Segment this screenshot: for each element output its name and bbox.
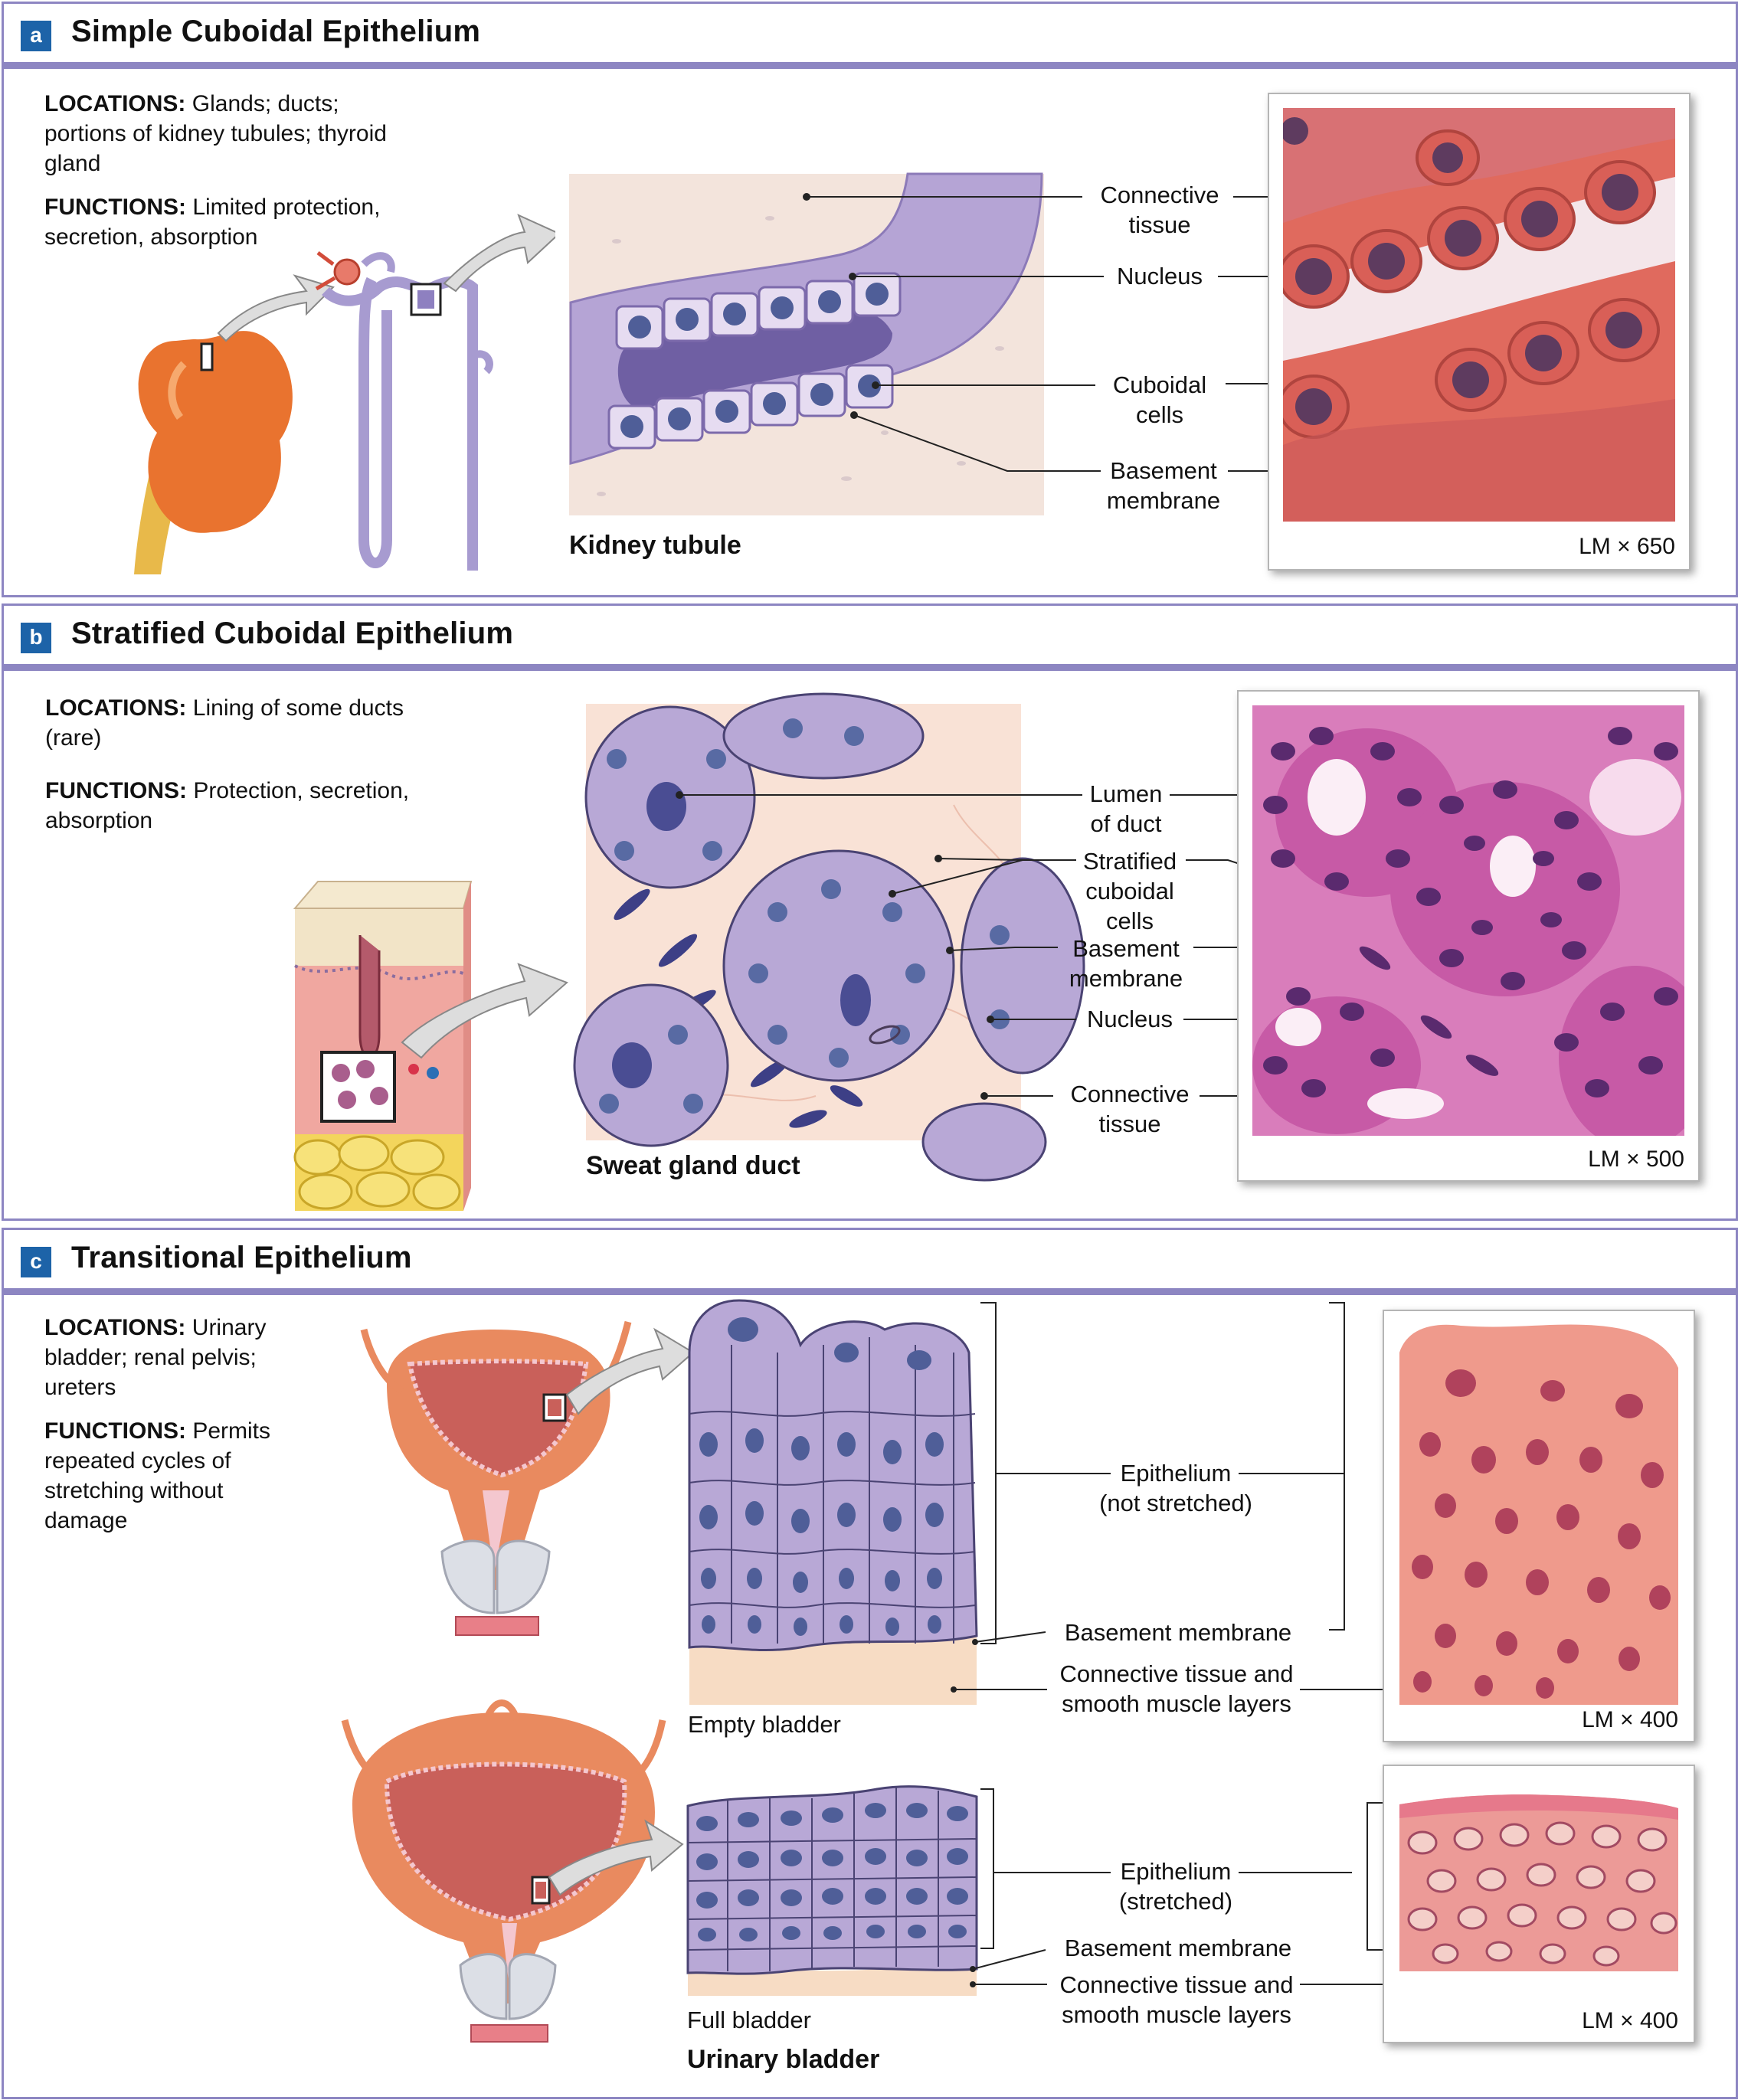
magnification-label: LM × 650: [1579, 534, 1675, 559]
skin-block-illustration: [293, 881, 568, 1211]
panel-title: Simple Cuboidal Epithelium: [71, 15, 481, 48]
panel-header: c Transitional Epithelium: [4, 1230, 1736, 1295]
micrograph-simple-cuboidal: LM × 650: [1268, 93, 1691, 571]
panel-title: Stratified Cuboidal Epithelium: [71, 617, 514, 650]
panel-badge: a: [21, 21, 51, 51]
panel-transitional: c Transitional Epithelium LOCATIONS: Uri…: [2, 1228, 1738, 2099]
panel-badge: b: [21, 623, 51, 653]
caption-sweat-gland-duct: Sweat gland duct: [586, 1151, 800, 1180]
label-basement-membrane-top: Basement membrane: [1064, 1619, 1292, 1646]
locations-text: LOCATIONS: Glands; ducts; portions of ki…: [44, 91, 387, 176]
micrograph-transitional-empty: LM × 400: [1383, 1310, 1695, 1742]
functions-text: FUNCTIONS: Permits repeated cycles of st…: [44, 1418, 271, 1533]
kidney-illustration: [134, 214, 555, 574]
panel-header: a Simple Cuboidal Epithelium: [4, 4, 1736, 69]
caption-urinary-bladder: Urinary bladder: [687, 2045, 880, 2074]
label-epithelium-not-stretched: Epithelium(not stretched): [1099, 1460, 1252, 1516]
locations-text: LOCATIONS: Urinary bladder; renal pelvis…: [44, 1315, 267, 1400]
panel-title: Transitional Epithelium: [71, 1241, 412, 1274]
bladder-illustrations: [341, 1320, 693, 2043]
functions-text: FUNCTIONS: Protection, secretion, absorp…: [45, 778, 410, 833]
functions-text: FUNCTIONS: Limited protection, secretion…: [44, 195, 381, 250]
label-epithelium-stretched: Epithelium(stretched): [1118, 1858, 1233, 1915]
caption-full-bladder: Full bladder: [687, 2007, 811, 2033]
label-basement-membrane-bottom: Basement membrane: [1064, 1935, 1292, 1961]
panel-header: b Stratified Cuboidal Epithelium: [4, 606, 1736, 671]
caption-kidney-tubule: Kidney tubule: [569, 531, 741, 560]
magnification-label: LM × 500: [1588, 1146, 1684, 1172]
magnification-label: LM × 400: [1582, 1707, 1678, 1732]
panel-simple-cuboidal: a Simple Cuboidal Epithelium LOCATIONS: …: [2, 2, 1738, 597]
panel-badge: c: [21, 1247, 51, 1277]
cuboidal-cells: [607, 272, 902, 450]
panel-stratified-cuboidal: b Stratified Cuboidal Epithelium LOCATIO…: [2, 604, 1738, 1221]
label-nucleus: Nucleus: [1117, 263, 1203, 289]
caption-empty-bladder: Empty bladder: [688, 1711, 841, 1738]
locations-text: LOCATIONS: Lining of some ducts (rare): [45, 695, 404, 751]
label-nucleus: Nucleus: [1087, 1006, 1173, 1032]
magnification-label: LM × 400: [1582, 2008, 1678, 2033]
micrograph-stratified-cuboidal: LM × 500: [1237, 690, 1700, 1182]
micrograph-transitional-full: LM × 400: [1383, 1765, 1695, 2043]
